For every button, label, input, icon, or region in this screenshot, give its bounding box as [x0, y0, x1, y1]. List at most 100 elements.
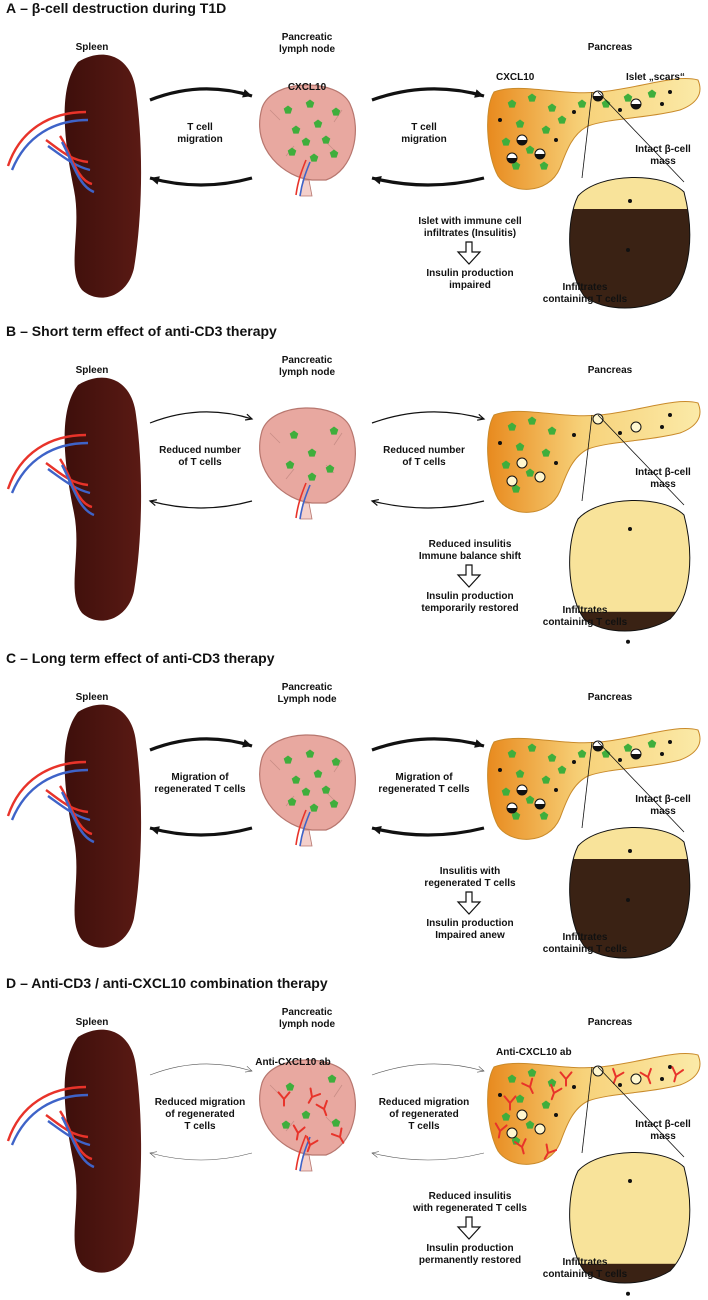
migration-right-label-line: of regenerated [389, 1109, 459, 1120]
spleen [6, 377, 142, 621]
t-cell-dot [618, 431, 622, 435]
migration-left-label-line: T cells [184, 1121, 216, 1132]
infiltrates-label-line: containing T cells [542, 1269, 628, 1280]
t-cell-dot [498, 768, 502, 772]
spleen-vessels [6, 433, 95, 517]
islet-marker [516, 457, 528, 469]
chemokine-marker [507, 749, 517, 758]
islet-marker [534, 1123, 546, 1135]
intact-beta-cell-label-line: mass [650, 1131, 676, 1142]
intact-beta-cell-region [569, 1152, 690, 1264]
t-cell-dot [660, 752, 664, 756]
pancreas-label: Pancreas [587, 692, 633, 703]
disease-state-text-line: infiltrates (Insulitis) [423, 228, 517, 239]
chemokine-marker [623, 743, 633, 752]
chemokine-marker [511, 161, 521, 170]
pancreas [487, 78, 701, 190]
migration-left-label-line: Migration of [171, 772, 229, 783]
intact-beta-cell-region [569, 500, 690, 612]
chemokine-marker [511, 1136, 521, 1145]
lymph-node [259, 734, 356, 847]
panel-artwork [6, 377, 701, 644]
arrowhead [149, 1151, 157, 1158]
pancreas-label: Pancreas [587, 365, 633, 376]
chemokine-marker [501, 460, 511, 469]
infiltrates-label-line: Infiltrates [562, 932, 608, 943]
panel-artwork [6, 704, 701, 959]
chemokine-marker [527, 743, 537, 752]
spleen [6, 54, 142, 298]
chemokine-marker [331, 1118, 341, 1127]
chemokine-marker [287, 147, 297, 156]
antibody-marker [307, 1087, 322, 1104]
chemokine-marker [309, 803, 319, 812]
arrowhead [150, 176, 160, 185]
chemokine-marker [515, 769, 525, 778]
chemokine-marker [539, 161, 549, 170]
intact-beta-cell-label-line: Intact β-cell [635, 794, 691, 805]
lymph-node [259, 84, 356, 197]
migration-right-label-line: migration [401, 134, 447, 145]
zoom-line [597, 91, 685, 183]
outcome-text-line: impaired [449, 280, 491, 291]
disease-state-text-line: Reduced insulitis [428, 539, 512, 550]
antibody-marker [521, 1077, 534, 1094]
infiltrates-label-line: containing T cells [542, 617, 628, 628]
lymph-node-label-line: Pancreatic [281, 1007, 333, 1018]
chemokine-marker [285, 460, 295, 469]
arrowhead [150, 826, 160, 835]
migration-right-label-line: Reduced number [383, 445, 465, 456]
antibody-marker [543, 1143, 558, 1160]
chemokine-marker [329, 426, 339, 435]
t-cell-dot [554, 138, 558, 142]
antibody-marker [550, 1083, 563, 1101]
pancreas-annotation: Anti-CXCL10 ab [496, 1047, 572, 1058]
infiltrates-label-line: Infiltrates [562, 282, 608, 293]
islet-enlargement [569, 500, 691, 644]
antibody-marker [671, 1066, 685, 1083]
panel-letter: C [6, 650, 17, 666]
chemokine-marker [283, 105, 293, 114]
chemokine-marker [511, 484, 521, 493]
t-cell-dot [668, 740, 672, 744]
node-annotation: Anti-CXCL10 ab [255, 1057, 331, 1068]
panel-b: B– Short term effect of anti-CD3 therapy… [0, 323, 708, 648]
migration-left-label-line: of T cells [178, 457, 222, 468]
spleen [6, 1029, 142, 1273]
outcome-arrow [456, 564, 482, 588]
chemokine-marker [577, 749, 587, 758]
t-cell-dot [498, 118, 502, 122]
t-cell-dot [660, 102, 664, 106]
chemokine-marker [327, 1074, 337, 1083]
migration-arrow [371, 1152, 485, 1161]
spleen [6, 704, 142, 948]
zoom-line [597, 741, 685, 833]
t-cell-dot [668, 90, 672, 94]
chemokine-marker [329, 149, 339, 158]
lymph-node [259, 407, 356, 520]
chemokine-marker [507, 422, 517, 431]
outcome-text-line: Insulin production [426, 1243, 514, 1254]
antibody-marker [494, 1122, 508, 1139]
panel-title-text: – Anti-CD3 / anti-CXCL10 combination the… [20, 975, 328, 991]
disease-state-text-line: Insulitis with [439, 866, 501, 877]
arrowhead [372, 175, 382, 185]
migration-arrow [371, 411, 485, 424]
arrowhead [474, 739, 484, 748]
migration-left-label-line: Reduced migration [154, 1097, 246, 1108]
chemokine-marker [525, 468, 535, 477]
zoom-line [581, 91, 593, 179]
